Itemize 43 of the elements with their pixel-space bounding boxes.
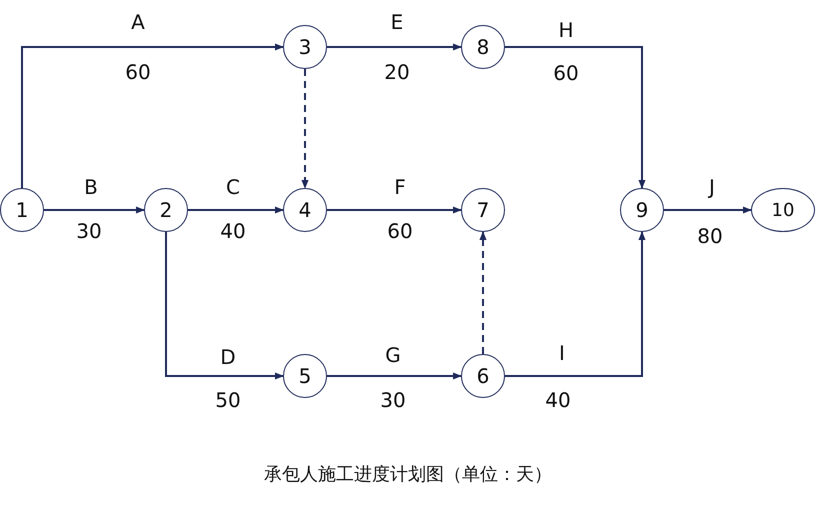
duration-label: 30	[380, 388, 406, 412]
event-ellipse: 10	[751, 188, 815, 232]
edge-label: I	[559, 341, 565, 365]
arrow	[664, 206, 752, 214]
duration-label: 20	[384, 60, 410, 84]
event-circle: 7	[461, 188, 505, 232]
edge-label: C	[226, 175, 240, 199]
arrow	[505, 231, 646, 377]
arrow	[327, 372, 462, 380]
edge-label: G	[385, 343, 401, 367]
edge-label: A	[131, 10, 145, 34]
event-circle: 8	[461, 25, 505, 69]
arrow	[505, 46, 646, 189]
arrow	[188, 206, 284, 214]
arrow	[21, 43, 284, 188]
dashed-arrow	[301, 69, 309, 189]
duration-label: 30	[76, 219, 102, 243]
arrow	[44, 206, 145, 214]
arrow	[165, 232, 284, 380]
event-circle: 9	[620, 188, 664, 232]
arrow	[327, 43, 462, 51]
event-circle: 2	[144, 188, 188, 232]
duration-label: 40	[220, 219, 246, 243]
duration-label: 60	[387, 219, 413, 243]
arrow	[327, 206, 462, 214]
event-circle: 6	[461, 354, 505, 398]
duration-label: 40	[545, 388, 571, 412]
edge-label: H	[558, 18, 574, 42]
edge-label: E	[390, 10, 404, 34]
duration-label: 60	[125, 60, 151, 84]
edge-label: D	[220, 345, 236, 369]
duration-label: 50	[215, 388, 241, 412]
duration-label: 80	[697, 224, 723, 248]
caption: 承包人施工进度计划图（单位：天）	[263, 463, 553, 486]
event-circle: 1	[0, 188, 44, 232]
edge-label: J	[709, 175, 715, 199]
edge-label: F	[394, 175, 406, 199]
edge-label: B	[84, 175, 98, 199]
duration-label: 60	[553, 61, 579, 85]
event-circle: 4	[283, 188, 327, 232]
event-circle: 3	[283, 25, 327, 69]
dashed-arrow	[479, 231, 487, 354]
event-circle: 5	[283, 354, 327, 398]
